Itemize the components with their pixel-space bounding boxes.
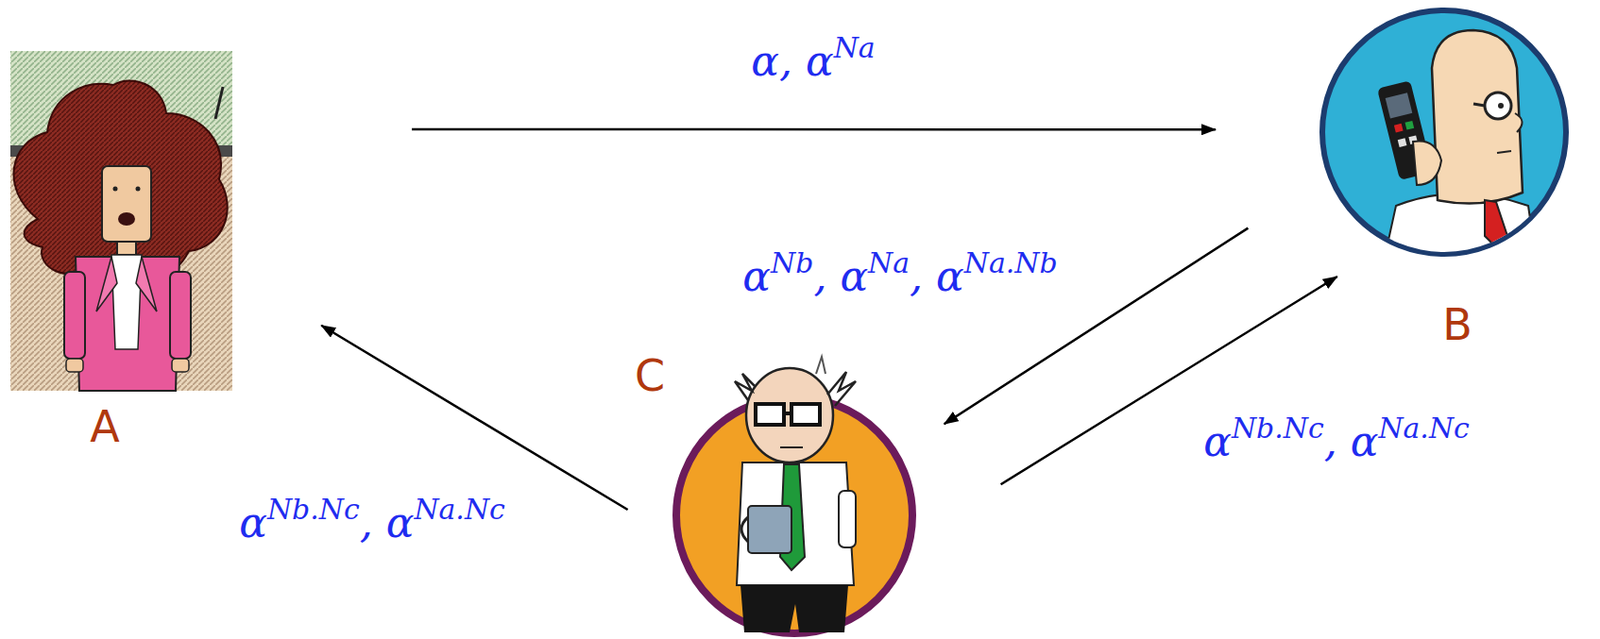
exponent: Na <box>868 246 910 280</box>
message-arrow <box>321 325 628 511</box>
character-c <box>676 357 913 634</box>
message-arrow <box>944 228 1249 426</box>
character-b <box>1322 10 1566 284</box>
message-arrow <box>411 128 1216 132</box>
exponent: Nb <box>770 246 814 280</box>
character-label: C <box>634 354 665 398</box>
message-label: αNb.Nc, αNa.Nc <box>1203 411 1470 467</box>
math-base: α <box>1350 416 1379 465</box>
character-label: B <box>1442 303 1473 347</box>
math-base: α <box>936 251 965 300</box>
message-arrow <box>1001 276 1338 485</box>
exponent: Na.Nc <box>413 493 505 527</box>
character-a-node: A <box>10 51 233 392</box>
math-base: α <box>805 35 835 85</box>
math-base: α <box>386 497 415 546</box>
exponent: Na.Nc <box>1378 411 1469 445</box>
math-base: α <box>742 251 771 300</box>
exponent: Na.Nb <box>964 246 1058 280</box>
message-label: α, αNa <box>750 31 875 86</box>
exponent: Na <box>834 31 876 65</box>
character-c-node: C <box>676 397 913 634</box>
math-base: α <box>839 251 869 300</box>
message-label: αNb, αNa, αNa.Nb <box>742 246 1057 302</box>
character-label: A <box>89 405 120 449</box>
character-b-node: B <box>1319 7 1569 257</box>
message-label: αNb.Nc, αNa.Nc <box>238 493 506 548</box>
math-base: α <box>750 35 780 85</box>
exponent: Nb.Nc <box>267 493 360 527</box>
exponent: Nb.Nc <box>1231 411 1325 445</box>
math-base: α <box>238 497 268 546</box>
character-a <box>10 51 233 392</box>
math-base: α <box>1203 416 1232 465</box>
